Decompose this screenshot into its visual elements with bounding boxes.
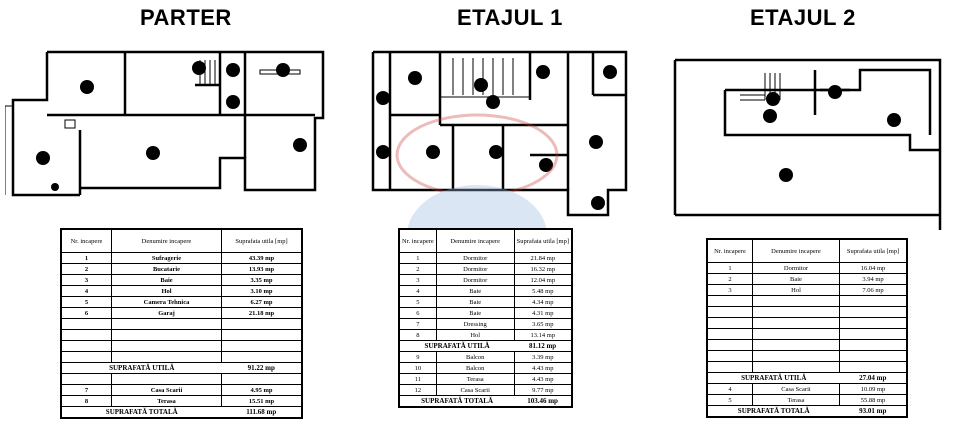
svg-text:10: 10 [592, 198, 602, 208]
svg-text:5: 5 [412, 73, 417, 83]
table-row-empty [60, 373, 303, 385]
svg-text:3: 3 [767, 111, 772, 121]
svg-text:5: 5 [783, 170, 788, 180]
svg-text:6: 6 [297, 140, 302, 150]
svg-text:4: 4 [607, 67, 612, 77]
svg-text:3: 3 [430, 147, 435, 157]
floor-plan-parter: 1 2 3 4 5 6 7 8 [5, 50, 325, 197]
svg-text:2: 2 [832, 87, 837, 97]
svg-text:9: 9 [380, 147, 385, 157]
table-header: Nr. incapere Denumire incapere Suprafata… [398, 228, 573, 253]
table-row-empty [706, 350, 908, 362]
table-row-empty [60, 351, 303, 363]
table-header: Nr. incapere Denumire incapere Suprafata… [706, 238, 908, 263]
table-row-empty [706, 328, 908, 340]
svg-text:8: 8 [40, 153, 45, 163]
svg-text:1: 1 [593, 137, 598, 147]
svg-text:5: 5 [280, 65, 285, 75]
svg-text:7: 7 [540, 67, 545, 77]
svg-text:7: 7 [196, 63, 201, 73]
area-table-parter: Nr. incapere Denumire incapere Suprafata… [60, 228, 303, 419]
svg-text:1: 1 [150, 148, 155, 158]
table-row-empty [706, 306, 908, 318]
svg-text:2: 2 [493, 147, 498, 157]
area-table-etaj1: Nr. incapere Denumire incapere Suprafata… [398, 228, 573, 408]
svg-text:11: 11 [378, 93, 387, 103]
svg-text:3: 3 [230, 65, 235, 75]
table-header: Nr. incapere Denumire incapere Suprafata… [60, 228, 303, 253]
floor-plan-etaj1: 1 2 3 4 5 6 7 8 9 10 11 12 [371, 50, 628, 217]
title-parter: PARTER [140, 5, 232, 30]
area-table-etaj2: Nr. incapere Denumire incapere Suprafata… [706, 238, 908, 418]
table-row-empty [60, 340, 303, 352]
svg-text:8: 8 [490, 97, 495, 107]
svg-text:12: 12 [475, 80, 485, 90]
svg-text:4: 4 [230, 97, 235, 107]
title-etaj2: ETAJUL 2 [750, 5, 856, 30]
svg-text:6: 6 [543, 160, 548, 170]
table-row-empty [706, 317, 908, 329]
table-row-empty [706, 339, 908, 351]
svg-text:4: 4 [770, 94, 775, 104]
table-row-empty [60, 329, 303, 341]
floor-plan-etaj2: 1 2 3 4 5 [673, 58, 942, 230]
svg-text:2: 2 [84, 82, 89, 92]
title-etaj1: ETAJUL 1 [457, 5, 563, 30]
table-row-empty [706, 295, 908, 307]
table-row-empty [706, 361, 908, 373]
svg-text:1: 1 [891, 115, 896, 125]
table-row-empty [60, 318, 303, 330]
